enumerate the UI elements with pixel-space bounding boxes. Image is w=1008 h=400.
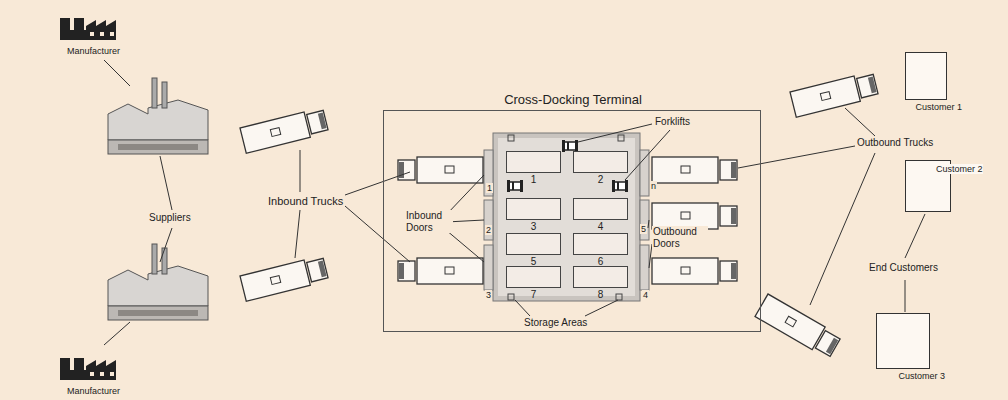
region-title: Cross-Docking Terminal (504, 93, 642, 108)
area-number: 3 (531, 221, 537, 233)
storage-area: 8 (573, 266, 628, 288)
storage-area: 3 (506, 198, 561, 220)
door-number: 5 (640, 224, 647, 234)
door-number: 1 (486, 183, 493, 193)
inbound-trucks-label: Inbound Trucks (267, 195, 344, 208)
storage-area: 6 (573, 233, 628, 255)
end-customers-label: End Customers (868, 262, 939, 274)
storage-area: 4 (573, 198, 628, 220)
storage-area: 7 (506, 266, 561, 288)
area-number: 1 (531, 174, 537, 186)
manufacturer-label: Manufacturer (66, 46, 121, 56)
outbound-doors-label: Outbound Doors (652, 226, 708, 249)
customer-label: Customer 3 (898, 371, 945, 381)
area-number: 4 (598, 221, 604, 233)
outbound-trucks-label: Outbound Trucks (856, 137, 934, 149)
door-number: n (650, 181, 657, 191)
storage-area: 5 (506, 233, 561, 255)
manufacturer-label: Manufacturer (66, 386, 121, 396)
door-number: 4 (642, 290, 649, 300)
area-number: 2 (598, 174, 604, 186)
storage-area: 2 (573, 151, 628, 173)
area-number: 8 (598, 289, 604, 301)
customer-label: Customer 1 (915, 102, 962, 112)
inbound-doors-label: Inbound Doors (405, 210, 453, 233)
door-number: 2 (485, 225, 492, 235)
customer-label: Customer 2 (936, 164, 983, 174)
area-number: 7 (531, 289, 537, 301)
forklifts-label: Forklifts (654, 116, 691, 128)
storage-area: 1 (506, 151, 561, 173)
storage-areas-label: Storage Areas (523, 317, 588, 329)
suppliers-label: Suppliers (148, 212, 192, 224)
customer-box: Customer 3 (876, 313, 930, 369)
customer-box: Customer 1 (905, 52, 947, 100)
door-number: 3 (485, 290, 492, 300)
customer-box: Customer 2 (905, 160, 951, 212)
